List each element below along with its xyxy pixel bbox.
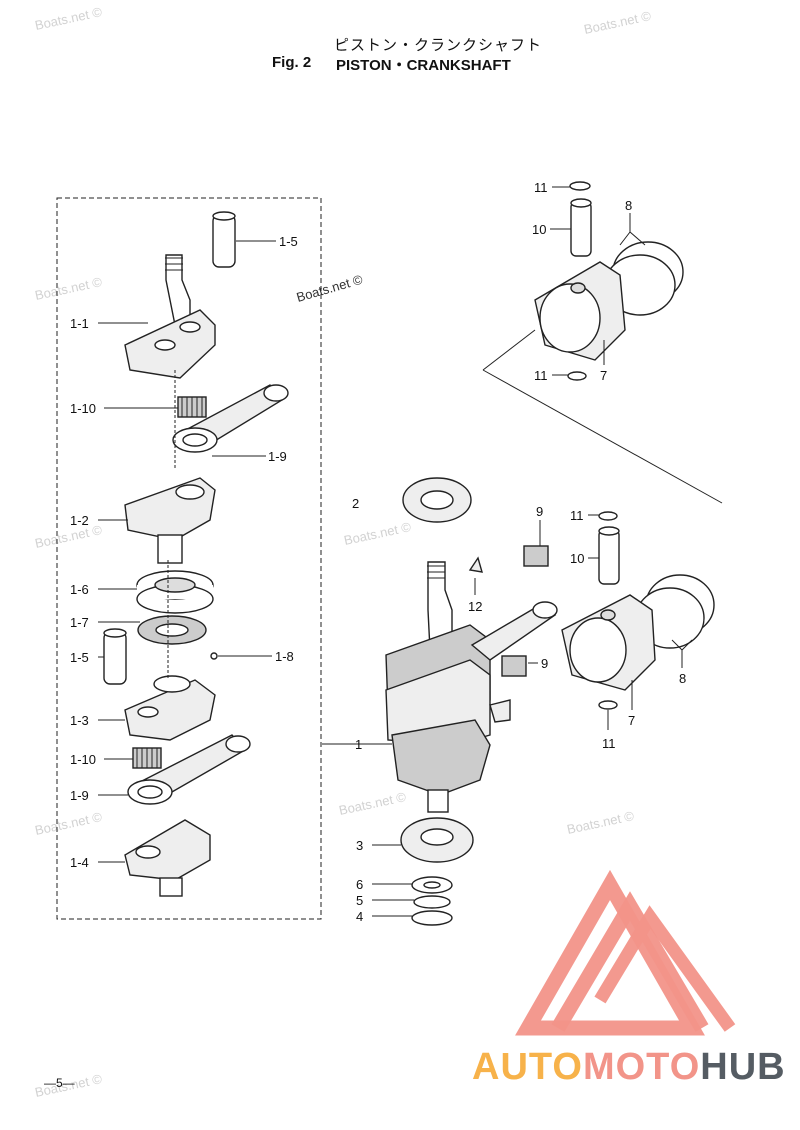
label-5: 5 bbox=[356, 893, 363, 908]
label-1: 1 bbox=[355, 737, 362, 752]
brand-logo-icon bbox=[515, 869, 736, 1036]
label-8-a: 8 bbox=[625, 198, 632, 213]
right-assembly-parts bbox=[385, 181, 715, 926]
right-leader-lines bbox=[322, 186, 723, 917]
label-1-2: 1-2 bbox=[70, 513, 89, 528]
svg-text:Boats.net ©: Boats.net © bbox=[566, 808, 636, 837]
label-4: 4 bbox=[356, 909, 363, 924]
japanese-title: ピストン・クランクシャフト bbox=[334, 37, 543, 54]
label-8-b: 8 bbox=[679, 671, 686, 686]
label-7-a: 7 bbox=[600, 368, 607, 383]
label-1-5-bottom: 1-5 bbox=[70, 650, 89, 665]
svg-text:Boats.net ©: Boats.net © bbox=[343, 519, 413, 548]
label-1-8: 1-8 bbox=[275, 649, 294, 664]
svg-text:Boats.net ©: Boats.net © bbox=[34, 522, 104, 551]
page-number: —5— bbox=[44, 1076, 75, 1090]
label-11-a: 11 bbox=[534, 180, 548, 195]
label-2: 2 bbox=[352, 496, 359, 511]
label-1-4: 1-4 bbox=[70, 855, 89, 870]
label-1-9-bottom: 1-9 bbox=[70, 788, 89, 803]
label-1-10-top: 1-10 bbox=[70, 401, 96, 416]
label-1-6: 1-6 bbox=[70, 582, 89, 597]
label-7-b: 7 bbox=[628, 713, 635, 728]
left-assembly-parts bbox=[103, 211, 289, 897]
svg-text:Boats.net ©: Boats.net © bbox=[34, 4, 104, 33]
label-1-7: 1-7 bbox=[70, 615, 89, 630]
assembly-dashed-box bbox=[56, 197, 322, 920]
label-1-9-top: 1-9 bbox=[268, 449, 287, 464]
brand-part-hub: HUB bbox=[700, 1046, 786, 1088]
label-9-b: 9 bbox=[541, 656, 548, 671]
label-11-d: 11 bbox=[602, 736, 616, 751]
svg-text:Boats.net ©: Boats.net © bbox=[338, 789, 408, 818]
brand-wordmark: AUTOMOTOHUB bbox=[472, 1046, 786, 1089]
label-10-b: 10 bbox=[570, 551, 584, 566]
label-11-c: 11 bbox=[570, 508, 584, 523]
callout-labels: 1-5 1-1 1-10 1-9 1-2 1-6 1-7 1-8 1-5 1-3… bbox=[70, 180, 686, 924]
page-title: PISTON・CRANKSHAFT bbox=[336, 57, 511, 74]
label-12: 12 bbox=[468, 599, 482, 614]
label-1-5-top: 1-5 bbox=[279, 234, 298, 249]
label-6: 6 bbox=[356, 877, 363, 892]
label-3: 3 bbox=[356, 838, 363, 853]
label-11-b: 11 bbox=[534, 368, 548, 383]
svg-text:Boats.net ©: Boats.net © bbox=[34, 274, 104, 303]
label-9-a: 9 bbox=[536, 504, 543, 519]
brand-part-auto: AUTO bbox=[472, 1046, 583, 1088]
svg-text:Boats.net ©: Boats.net © bbox=[583, 8, 653, 37]
watermarks: Boats.net © Boats.net © Boats.net © Boat… bbox=[34, 4, 653, 1100]
brand-part-moto: MOTO bbox=[582, 1046, 701, 1088]
label-1-3: 1-3 bbox=[70, 713, 89, 728]
left-leader-lines bbox=[98, 240, 276, 863]
label-1-1: 1-1 bbox=[70, 316, 89, 331]
label-1-10-bottom: 1-10 bbox=[70, 752, 96, 767]
figure-number: Fig. 2 bbox=[272, 54, 312, 71]
label-10-a: 10 bbox=[532, 222, 546, 237]
svg-text:Boats.net ©: Boats.net © bbox=[34, 809, 104, 838]
svg-text:Boats.net ©: Boats.net © bbox=[295, 272, 365, 305]
